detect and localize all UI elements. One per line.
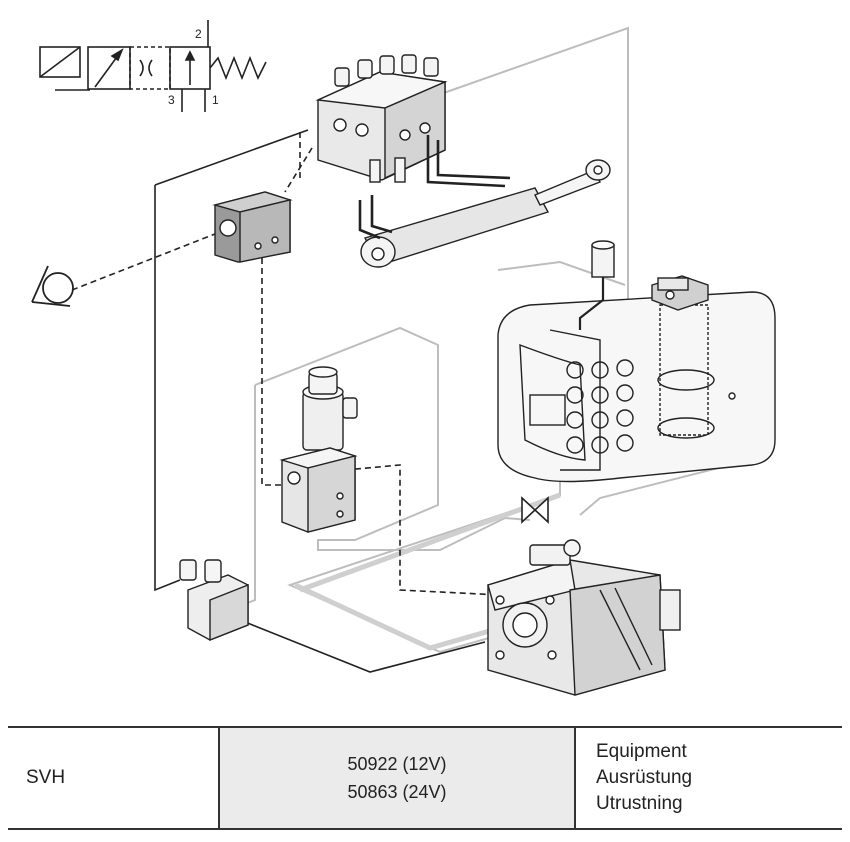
pressure-line-grey [293, 492, 561, 651]
directional-control-valve [315, 54, 448, 183]
relay-component [179, 559, 249, 642]
port-label-3: 3 [168, 93, 175, 107]
valve-schematic-symbol [39, 20, 267, 112]
part-info-table: SVH 50922 (12V) 50863 (24V) Equipment Au… [8, 726, 842, 830]
dashed-lines [71, 132, 501, 596]
port-label-2: 2 [195, 27, 202, 41]
description-en: Equipment [596, 741, 687, 762]
description-sv: Utrustning [596, 793, 683, 814]
description-list: Equipment Ausrüstung Utrustning [576, 728, 842, 828]
level-sensor [578, 240, 615, 330]
grey-hoses [241, 26, 751, 654]
tank-filler-cap [651, 275, 709, 311]
check-valve-symbol [31, 265, 74, 307]
hydraulic-tank [497, 291, 776, 483]
hydraulic-system-diagram: 2 3 1 [31, 20, 776, 696]
part-number-12v: 50922 (12V) [347, 754, 447, 774]
description-de: Ausrüstung [596, 767, 693, 788]
hydraulic-cylinder [358, 135, 611, 268]
port-label-1: 1 [212, 93, 219, 107]
part-numbers: 50922 (12V) 50863 (24V) [220, 728, 576, 828]
part-number-24v: 50863 (24V) [347, 782, 447, 802]
hydraulic-pump [487, 539, 681, 696]
solenoid-valve [279, 366, 358, 533]
kit-code: SVH [8, 728, 220, 828]
pressure-switch-block [212, 191, 293, 263]
shutoff-valve-symbol [521, 496, 549, 524]
black-lines [154, 129, 486, 673]
